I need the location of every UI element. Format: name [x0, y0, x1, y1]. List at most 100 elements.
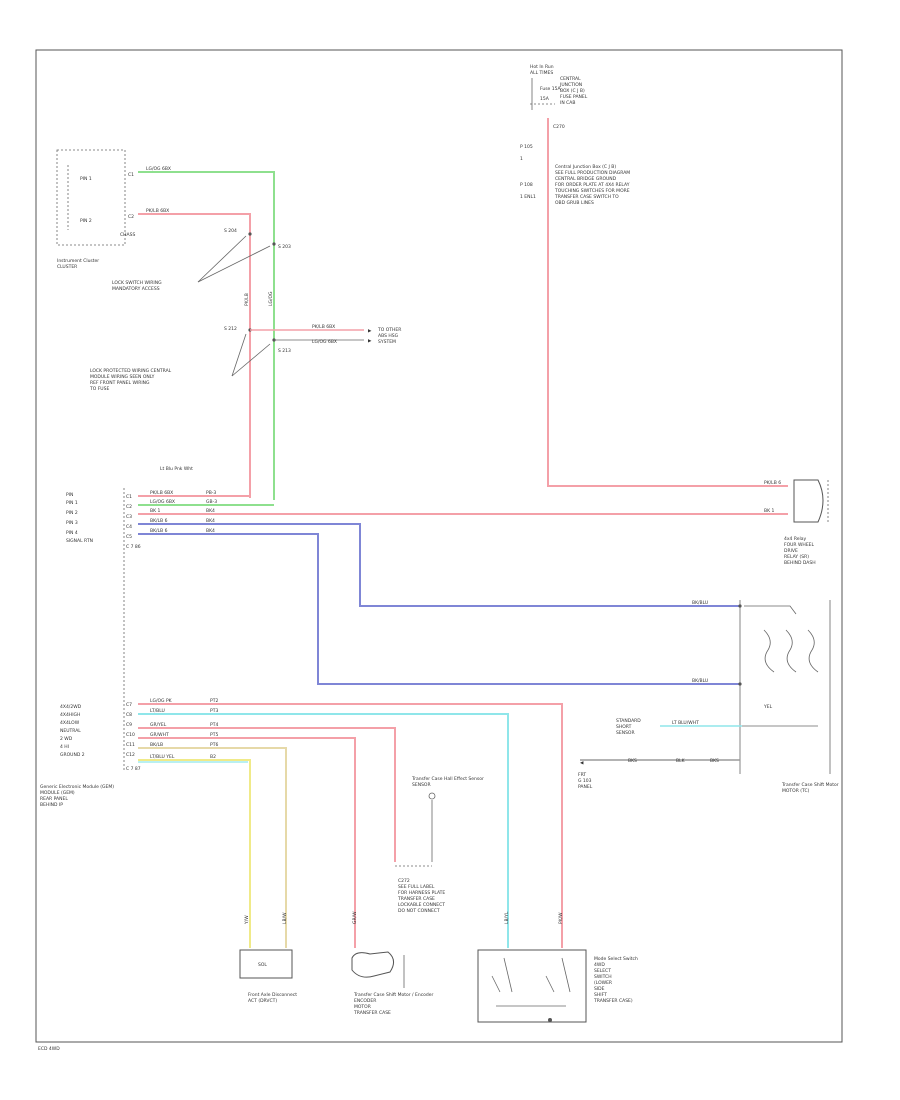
svg-text:FOR ORDER PLATE AT 4X4 RELAY: FOR ORDER PLATE AT 4X4 RELAY: [555, 182, 630, 188]
splice-mid-1: S 212: [224, 326, 237, 332]
svg-text:PIN 3: PIN 3: [66, 520, 78, 526]
module-main-label: Generic Electronic Module (GEM): [40, 784, 114, 790]
splice-top-1: S 204: [224, 228, 237, 234]
wire-green-top: [138, 171, 275, 500]
svg-text:TOUCHING SWITCHES FOR MORE: TOUCHING SWITCHES FOR MORE: [554, 188, 630, 194]
svg-text:SHIFT: SHIFT: [594, 992, 607, 998]
svg-text:PK/LB 6BX: PK/LB 6BX: [150, 490, 173, 496]
svg-text:LOCK SWITCH WIRING: LOCK SWITCH WIRING: [112, 280, 162, 286]
svg-text:PIN 1: PIN 1: [66, 500, 78, 506]
svg-text:PT5: PT5: [210, 732, 218, 738]
wire-blue-lower: [138, 533, 740, 685]
relay-right-connector: [793, 479, 824, 523]
svg-text:CENTRAL: CENTRAL: [560, 76, 581, 82]
svg-text:OBD GRUB LINES: OBD GRUB LINES: [555, 200, 594, 206]
svg-text:REAR PANEL: REAR PANEL: [40, 796, 68, 802]
svg-text:C 7 87: C 7 87: [126, 766, 141, 772]
motor-bottom-label: Transfer Case Shift Motor / Encoder: [353, 992, 434, 998]
svg-text:1: 1: [520, 156, 523, 162]
svg-text:C12: C12: [126, 752, 135, 758]
svg-text:MODULE (GEM): MODULE (GEM): [40, 790, 75, 796]
svg-text:BK/LB 6: BK/LB 6: [150, 528, 168, 534]
svg-text:PIN: PIN: [66, 492, 73, 498]
solenoid-label: Transfer Case Hall Effect Sensor: [411, 776, 484, 782]
svg-text:SHORT: SHORT: [616, 724, 632, 730]
svg-text:PK/LB 6BX: PK/LB 6BX: [312, 324, 335, 330]
svg-text:C272: C272: [398, 878, 410, 884]
svg-text:ABS HSG: ABS HSG: [378, 333, 399, 339]
svg-text:TRANSFER CASE SWITCH TO: TRANSFER CASE SWITCH TO: [554, 194, 619, 200]
svg-text:C11: C11: [126, 742, 135, 748]
wire-yellow-sensor: [138, 759, 251, 948]
svg-text:FUSE PANEL: FUSE PANEL: [560, 94, 588, 100]
svg-text:BK4: BK4: [206, 518, 215, 524]
svg-text:BK/BLU: BK/BLU: [692, 600, 708, 606]
svg-text:BK/LB 6: BK/LB 6: [150, 518, 168, 524]
wire-pink-right-vertical: [547, 118, 788, 487]
svg-text:◀: ◀: [580, 761, 584, 766]
svg-text:TRANSFER CASE: TRANSFER CASE: [397, 896, 435, 902]
svg-text:LOCKABLE CONNECT: LOCKABLE CONNECT: [398, 902, 445, 908]
switch-bottom-label: Mode Select Switch: [594, 956, 638, 962]
svg-text:PK/LB: PK/LB: [244, 293, 250, 306]
splice-top-2: S 203: [278, 244, 291, 250]
svg-text:1 ENL1: 1 ENL1: [520, 194, 536, 200]
svg-text:2 WD: 2 WD: [60, 736, 73, 742]
wire-blue-upper: [138, 523, 740, 607]
svg-text:MODULE WIRING SEEN ONLY: MODULE WIRING SEEN ONLY: [90, 374, 155, 380]
svg-text:Y/W: Y/W: [244, 915, 250, 925]
svg-text:LT/BLU YEL: LT/BLU YEL: [150, 754, 175, 760]
svg-text:LT/BLU: LT/BLU: [150, 708, 165, 714]
svg-text:SWITCH: SWITCH: [594, 974, 612, 980]
svg-text:PANEL: PANEL: [578, 784, 593, 790]
svg-text:GR/WHT: GR/WHT: [150, 732, 169, 738]
svg-text:LG/OG: LG/OG: [268, 291, 274, 306]
wire-pale-sensor: [138, 747, 287, 948]
svg-text:SOL: SOL: [258, 962, 267, 968]
svg-text:BKS: BKS: [628, 758, 637, 764]
svg-text:BLK: BLK: [676, 758, 686, 764]
svg-text:GR/YEL: GR/YEL: [150, 722, 167, 728]
svg-text:4X4LOW: 4X4LOW: [60, 720, 80, 726]
svg-text:REF FRONT PANEL WIRING: REF FRONT PANEL WIRING: [90, 380, 150, 386]
svg-text:PK/LB 6BX: PK/LB 6BX: [146, 208, 169, 214]
svg-text:PT6: PT6: [210, 742, 218, 748]
svg-text:C1: C1: [128, 172, 134, 178]
mode-switch-box: [477, 949, 587, 1023]
svg-text:SIGNAL RTN: SIGNAL RTN: [66, 538, 93, 544]
module-left-box: [56, 149, 126, 246]
svg-text:BOX (C J B): BOX (C J B): [560, 88, 585, 94]
relay-right-label: 4x4 Relay: [784, 536, 807, 542]
svg-text:4X4/2WD: 4X4/2WD: [60, 704, 82, 710]
wire-pink-top: [138, 213, 251, 498]
svg-text:MOTOR (TC): MOTOR (TC): [782, 788, 810, 794]
wire-cyan-switch: [138, 713, 509, 948]
fuse-sub: Fuse 15A: [540, 86, 561, 92]
svg-text:BK 1: BK 1: [764, 508, 774, 514]
svg-text:B2: B2: [210, 754, 216, 760]
svg-text:LG/OG PK: LG/OG PK: [150, 698, 173, 704]
svg-text:BEHIND DASH: BEHIND DASH: [784, 560, 816, 566]
svg-text:CENTRAL BRIDGE GROUND: CENTRAL BRIDGE GROUND: [555, 176, 617, 182]
svg-text:C4: C4: [126, 524, 132, 530]
wire-pink-motor-2: [138, 737, 356, 948]
svg-text:C1: C1: [126, 494, 132, 500]
svg-text:DO NOT CONNECT: DO NOT CONNECT: [398, 908, 440, 914]
svg-text:SYSTEM: SYSTEM: [378, 339, 396, 345]
svg-text:BK/BLU: BK/BLU: [692, 678, 708, 684]
svg-text:C9: C9: [126, 722, 132, 728]
svg-text:ENCODER: ENCODER: [354, 998, 376, 1004]
sensor-bottom-label: Front Axle Disconnect: [248, 992, 297, 998]
svg-text:PIN 2: PIN 2: [66, 510, 78, 516]
svg-text:PT4: PT4: [210, 722, 218, 728]
svg-text:15A: 15A: [540, 96, 550, 102]
svg-text:PIN 2: PIN 2: [80, 218, 92, 224]
svg-text:PK/LB 6: PK/LB 6: [764, 480, 781, 486]
svg-text:C 7 86: C 7 86: [126, 544, 141, 550]
svg-text:C7: C7: [126, 702, 132, 708]
relay-note: Central Junction Box (C J B): [555, 164, 616, 170]
svg-text:PIN 1: PIN 1: [80, 176, 92, 182]
svg-text:FRT: FRT: [578, 772, 586, 778]
motor-symbol: [351, 951, 394, 978]
axle-disconnect-box: [239, 949, 293, 979]
